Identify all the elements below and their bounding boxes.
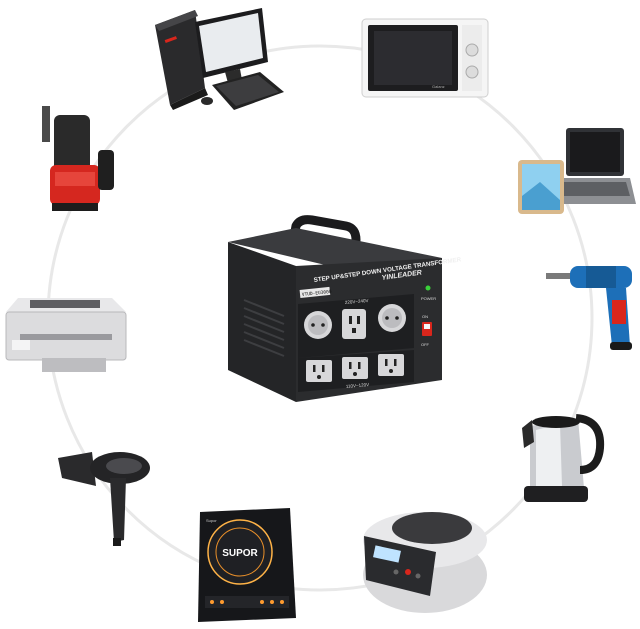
microwave-oven: Galanz xyxy=(361,18,489,98)
induction-brand-text: SUPOR xyxy=(222,548,258,559)
eu-socket-left xyxy=(304,311,332,339)
microwave-brand-text: Galanz xyxy=(432,84,445,89)
power-label: POWER xyxy=(421,296,436,301)
power-indicator-light xyxy=(425,285,431,291)
transformer-bottom-voltage: 110V~120V xyxy=(346,382,370,389)
switch-on-label: ON xyxy=(422,314,428,319)
us-socket-1 xyxy=(306,360,332,382)
desktop-computer xyxy=(155,8,284,110)
laser-printer xyxy=(5,298,127,372)
power-drill xyxy=(546,266,632,350)
us-socket-2 xyxy=(342,357,368,379)
universal-socket-middle xyxy=(342,309,366,339)
eu-socket-right xyxy=(378,304,406,332)
induction-small-logo: Supor xyxy=(206,518,217,523)
transformer-top-voltage: 220V~240V xyxy=(345,298,369,305)
us-socket-3 xyxy=(378,354,404,376)
electric-kettle xyxy=(522,414,605,502)
voltage-transformer: STEP UP&STEP DOWN VOLTAGE TRANSFORMER YI… xyxy=(228,215,462,402)
switch-off-label: OFF xyxy=(421,342,430,347)
laptop-and-tablet xyxy=(518,128,636,214)
hair-dryer xyxy=(58,452,150,546)
induction-cooker: SUPOR Supor xyxy=(198,508,296,622)
submersible-pump xyxy=(42,106,114,211)
transformer-model: VTUD-EU3000 xyxy=(302,289,333,298)
rice-cooker xyxy=(363,512,487,613)
